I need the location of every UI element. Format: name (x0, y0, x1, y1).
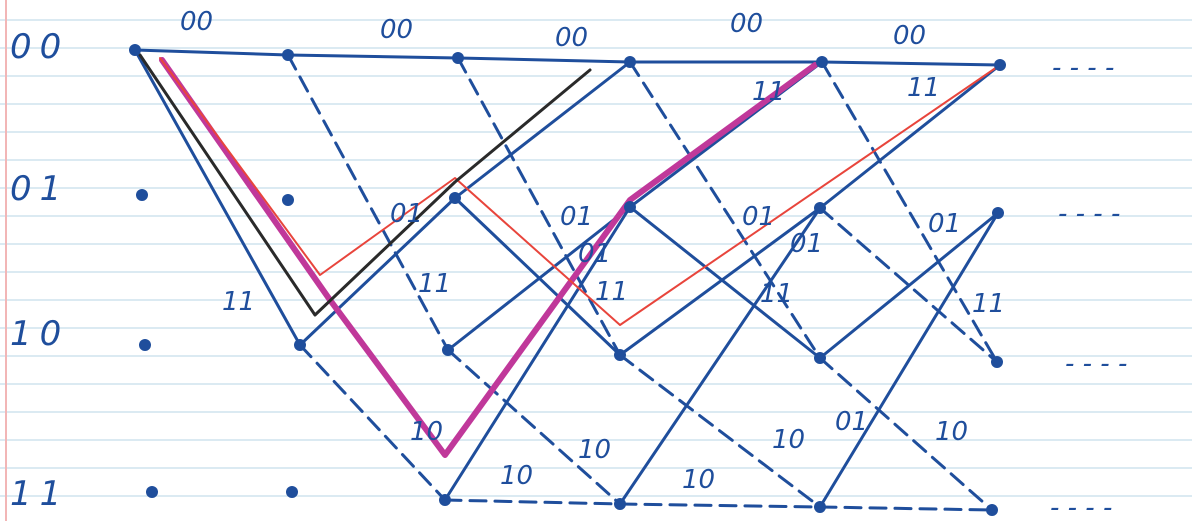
label-01-b: 01 (560, 202, 593, 232)
trellis-node (991, 356, 1003, 368)
trellis-node (614, 349, 626, 361)
trellis-node (992, 207, 1004, 219)
continuation-row-00: - - - - (1052, 53, 1114, 83)
continuation-marks: - - - - - - - - - - - - - - - - (1050, 53, 1127, 521)
trellis-node (452, 52, 464, 64)
trellis-node (286, 486, 298, 498)
trellis-edge (453, 196, 622, 357)
label-10-b: 10 (500, 461, 533, 491)
trellis-edge (443, 205, 632, 502)
label-10-e: 10 (772, 425, 805, 455)
trellis-node (129, 44, 141, 56)
trellis-edge (456, 56, 622, 357)
label-00-b: 00 (380, 15, 413, 45)
trellis-edge (818, 206, 999, 364)
state-label-01: 01 (10, 169, 69, 209)
trellis-node (282, 194, 294, 206)
trellis-edge (298, 196, 457, 347)
trellis-edge (818, 211, 1000, 360)
trellis-edge (818, 211, 1000, 509)
highlighted-paths (138, 53, 1001, 458)
trellis-node (439, 494, 451, 506)
trellis-edge (818, 63, 1002, 210)
trellis-edge (456, 56, 632, 64)
trellis-edge (628, 205, 822, 360)
trellis-node (136, 189, 148, 201)
trellis-node (294, 339, 306, 351)
label-10-a: 10 (410, 417, 443, 447)
trellis-node (139, 339, 151, 351)
trellis-edge (818, 505, 994, 512)
label-11-g: 11 (972, 289, 1005, 319)
label-01-d: 01 (928, 209, 961, 239)
trellis-edge (286, 53, 450, 352)
trellis-node (814, 202, 826, 214)
trellis-edge (820, 60, 999, 364)
trellis-edge (286, 53, 460, 60)
trellis-edge (618, 206, 822, 506)
trellis-nodes (129, 44, 1006, 516)
label-00-d: 00 (730, 9, 763, 39)
trellis-node (449, 192, 461, 204)
path-black (138, 53, 592, 317)
trellis-node (814, 501, 826, 513)
trellis-edge (443, 498, 622, 506)
trellis-edge (298, 343, 447, 502)
trellis-node (442, 344, 454, 356)
trellis-node (614, 498, 626, 510)
label-00-c: 00 (555, 23, 588, 53)
label-01-a: 01 (390, 199, 423, 229)
label-11-f: 11 (760, 279, 793, 309)
label-10-c: 10 (578, 435, 611, 465)
label-10to01-a: 01 (578, 239, 611, 269)
trellis-node (814, 352, 826, 364)
label-00-e: 00 (893, 21, 926, 51)
label-00-a: 00 (180, 7, 213, 37)
trellis-edges (133, 48, 1002, 512)
branch-labels: 00 00 00 00 00 11 11 01 01 01 01 01 01 0… (180, 7, 1005, 495)
trellis-node (994, 59, 1006, 71)
trellis-node (624, 201, 636, 213)
trellis-edge (618, 206, 822, 357)
label-10-d: 10 (682, 465, 715, 495)
label-10-f: 10 (935, 417, 968, 447)
trellis-edge (446, 348, 622, 506)
trellis-edge (818, 356, 994, 512)
trellis-node (146, 486, 158, 498)
state-label-00: 00 (10, 27, 69, 67)
state-label-11: 11 (10, 474, 69, 514)
trellis-edge (133, 48, 302, 347)
label-11-b: 11 (907, 73, 940, 103)
label-11-e: 11 (595, 277, 628, 307)
label-11-a: 11 (752, 77, 785, 107)
trellis-edge (618, 353, 822, 509)
continuation-row-11: - - - - (1050, 493, 1112, 521)
label-11to01: 01 (835, 407, 868, 437)
trellis-edge (618, 502, 822, 509)
continuation-row-01: - - - - (1058, 199, 1120, 229)
label-11-d: 11 (418, 269, 451, 299)
label-10to01-b: 01 (790, 229, 823, 259)
continuation-row-10: - - - - (1065, 349, 1127, 379)
trellis-node (986, 504, 998, 516)
label-01-c: 01 (742, 202, 775, 232)
path-magenta (159, 57, 818, 458)
state-labels: 00 01 10 11 (10, 27, 69, 514)
trellis-edge (628, 60, 822, 360)
label-11-c: 11 (222, 287, 255, 317)
trellis-edge (820, 60, 1002, 67)
trellis-node (816, 56, 828, 68)
path-red (159, 57, 1001, 326)
trellis-node (624, 56, 636, 68)
state-label-10: 10 (10, 314, 69, 354)
trellis-edge (453, 60, 632, 200)
trellis-edge (133, 48, 290, 57)
trellis-node (282, 49, 294, 61)
